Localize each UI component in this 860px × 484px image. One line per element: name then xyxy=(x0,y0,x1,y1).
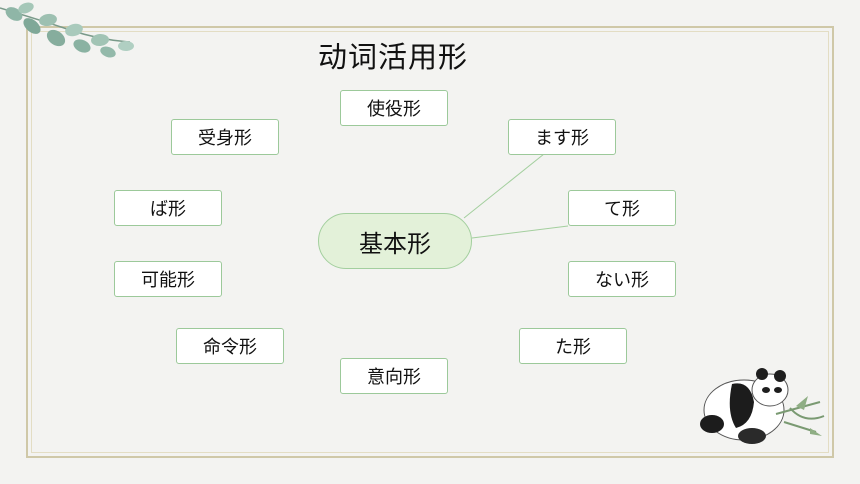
node-masu: ます形 xyxy=(508,119,616,155)
page-title: 动词活用形 xyxy=(318,40,469,74)
node-ikou: 意向形 xyxy=(340,358,448,394)
eucalyptus-leaves-icon xyxy=(0,2,134,58)
panda-illustration-icon xyxy=(700,368,825,444)
node-kanou: 可能形 xyxy=(114,261,222,297)
node-meirei: 命令形 xyxy=(176,328,284,364)
link-center-te xyxy=(471,225,569,239)
center-node-kihonkei: 基本形 xyxy=(318,213,472,269)
node-te: て形 xyxy=(568,190,676,226)
link-center-masu xyxy=(463,153,545,219)
node-shieki: 使役形 xyxy=(340,90,448,126)
node-ta: た形 xyxy=(519,328,627,364)
node-nai: ない形 xyxy=(568,261,676,297)
node-ba: ば形 xyxy=(114,190,222,226)
node-ukemi: 受身形 xyxy=(171,119,279,155)
